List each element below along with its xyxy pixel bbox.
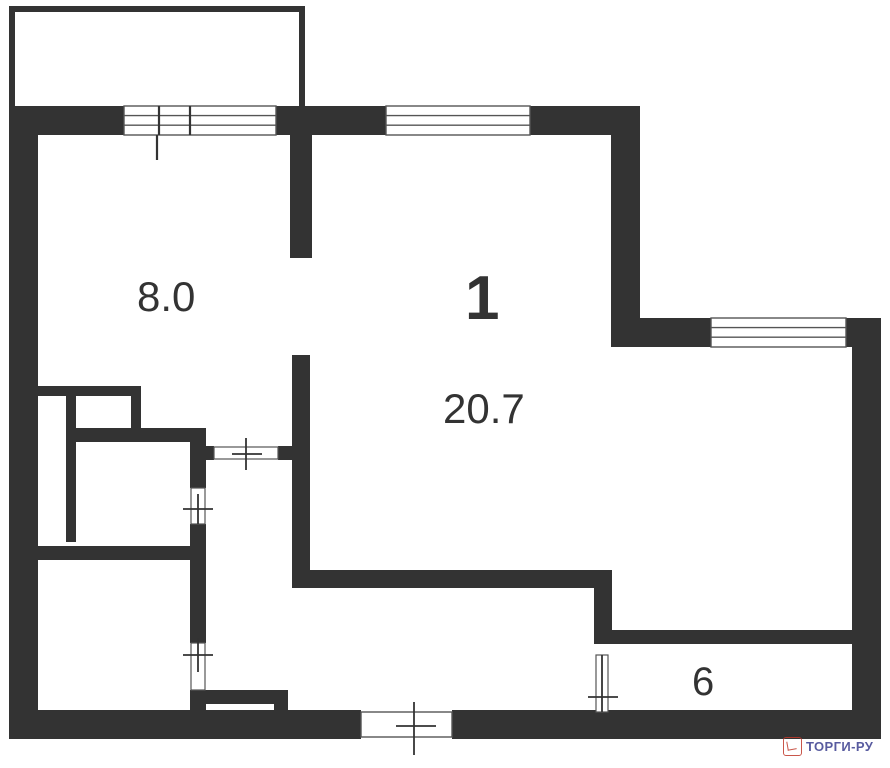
living-area-label: 20.7 (443, 385, 525, 432)
door-bath-upper (183, 487, 213, 525)
door-entrance-bottom (360, 702, 453, 755)
watermark: ТОРГИ-РУ (783, 737, 873, 756)
balcony (9, 6, 305, 106)
kitchen-area-label: 8.0 (137, 273, 196, 320)
house-badge-icon (783, 737, 802, 756)
window-top-left (123, 105, 277, 160)
door-bath-lower (183, 638, 213, 691)
window-right (710, 317, 847, 348)
watermark-text: ТОРГИ-РУ (806, 739, 874, 754)
bathroom-area-label: 6 (692, 660, 715, 704)
door-room-6 (588, 654, 618, 713)
doors (183, 438, 618, 755)
window-top-center (385, 105, 531, 136)
rooms-count-label: 1 (465, 264, 500, 333)
exterior-walls (9, 106, 881, 739)
interior-walls (9, 135, 852, 718)
door-hall-to-kitchen (213, 438, 279, 470)
